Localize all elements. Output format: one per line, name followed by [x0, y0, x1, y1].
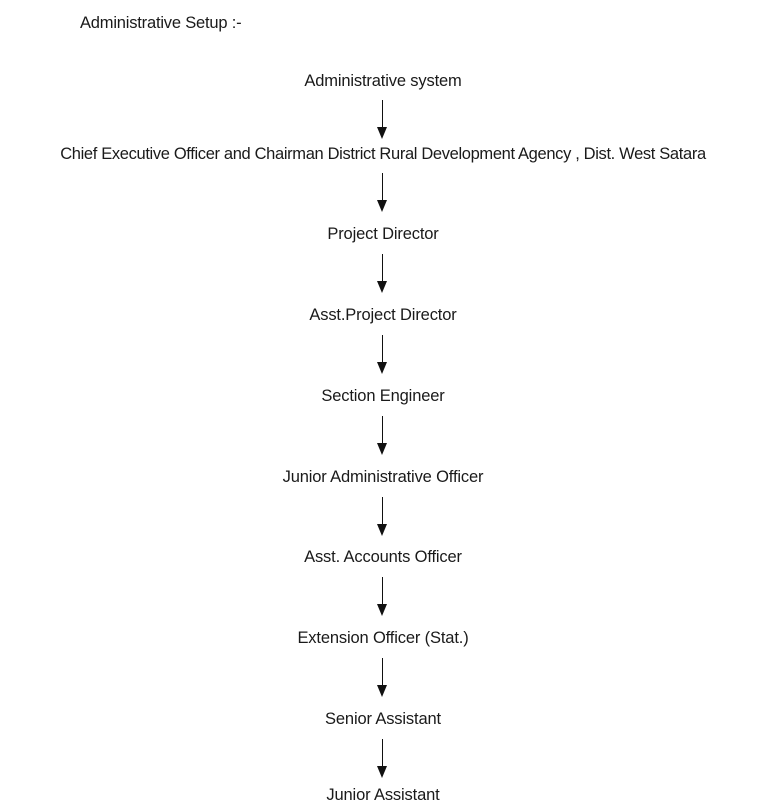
arrow-stem: [382, 335, 384, 364]
flow-arrow-7: [376, 577, 390, 617]
flow-arrow-8: [376, 658, 390, 698]
flow-node-extension-officer-stat: Extension Officer (Stat.): [297, 629, 469, 647]
arrow-head-icon: [377, 604, 387, 616]
flow-arrow-1: [376, 100, 390, 140]
arrow-stem: [382, 497, 384, 526]
flow-node-chief-executive-officer: Chief Executive Officer and Chairman Dis…: [60, 145, 706, 163]
arrow-stem: [382, 254, 384, 283]
arrow-stem: [382, 658, 384, 687]
arrow-head-icon: [377, 281, 387, 293]
arrow-stem: [382, 577, 384, 606]
arrow-head-icon: [377, 362, 387, 374]
arrow-head-icon: [377, 685, 387, 697]
arrow-head-icon: [377, 524, 387, 536]
flow-node-junior-administrative-officer: Junior Administrative Officer: [282, 468, 484, 486]
flow-node-junior-assistant: Junior Assistant: [326, 786, 440, 804]
flow-arrow-4: [376, 335, 390, 375]
flow-node-senior-assistant: Senior Assistant: [325, 710, 441, 728]
arrow-stem: [382, 416, 384, 445]
arrow-stem: [382, 173, 384, 202]
flow-arrow-5: [376, 416, 390, 456]
flow-arrow-6: [376, 497, 390, 537]
flow-node-asst-accounts-officer: Asst. Accounts Officer: [304, 548, 462, 566]
arrow-head-icon: [377, 200, 387, 212]
arrow-head-icon: [377, 443, 387, 455]
arrow-stem: [382, 739, 384, 768]
flow-node-administrative-system: Administrative system: [304, 72, 462, 90]
arrow-head-icon: [377, 127, 387, 139]
flow-node-section-engineer: Section Engineer: [321, 387, 445, 405]
flow-arrow-9: [376, 739, 390, 779]
flow-node-project-director: Project Director: [327, 225, 439, 243]
flow-node-asst-project-director: Asst.Project Director: [309, 306, 457, 324]
page-title: Administrative Setup :-: [80, 14, 242, 32]
flow-arrow-2: [376, 173, 390, 213]
arrow-head-icon: [377, 766, 387, 778]
flow-arrow-3: [376, 254, 390, 294]
arrow-stem: [382, 100, 384, 129]
